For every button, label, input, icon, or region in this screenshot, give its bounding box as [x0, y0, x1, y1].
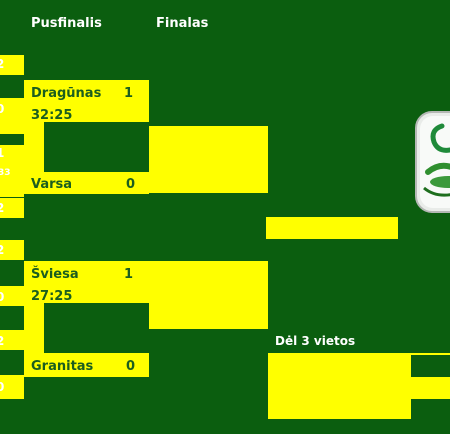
qf-slot	[0, 330, 24, 350]
semifinal-2-top	[24, 261, 149, 303]
edge-score: 0	[0, 290, 5, 304]
team-name: Dragūnas	[31, 86, 102, 101]
match-result: 32:25	[31, 108, 73, 123]
qf-slot	[0, 286, 24, 306]
header-semifinals: Pusfinalis	[31, 16, 102, 31]
qf-slot	[0, 198, 24, 218]
edge-score: 1	[0, 146, 5, 160]
qf-slot	[0, 240, 24, 260]
team-score: 1	[124, 267, 134, 282]
edge-score: 33	[0, 168, 11, 178]
team-score: 0	[126, 177, 136, 192]
team-name: Granitas	[31, 359, 94, 374]
semifinal-2-bottom	[24, 353, 149, 377]
header-final: Finalas	[156, 16, 209, 31]
edge-score: 0	[0, 102, 5, 116]
final-line	[266, 217, 398, 239]
qf-slot	[0, 98, 24, 134]
team-score: 0	[126, 359, 136, 374]
team-score: 1	[124, 86, 134, 101]
team-name: Varsa	[31, 177, 73, 192]
third-place-line	[411, 377, 450, 399]
qf-slot	[0, 145, 24, 197]
league-logo-icon	[414, 110, 450, 214]
semifinal-1-top	[24, 80, 149, 122]
semifinal-1-connector	[24, 122, 44, 172]
match-result: 27:25	[31, 289, 73, 304]
edge-score: 2	[0, 334, 5, 348]
third-place-bracket	[268, 353, 411, 419]
team-name: Šviesa	[31, 267, 79, 282]
final-bracket-gap	[149, 193, 268, 261]
third-place-line-top	[411, 353, 450, 355]
qf-slot	[0, 375, 24, 399]
qf-slot	[0, 55, 24, 75]
edge-score: 2	[0, 243, 5, 257]
edge-score: 0	[0, 380, 5, 394]
header-third-place: Dėl 3 vietos	[275, 334, 356, 348]
edge-score: 2	[0, 201, 5, 215]
semifinal-2-connector	[24, 303, 44, 353]
semifinal-1-bottom	[24, 172, 149, 194]
edge-score: 2	[0, 57, 5, 71]
